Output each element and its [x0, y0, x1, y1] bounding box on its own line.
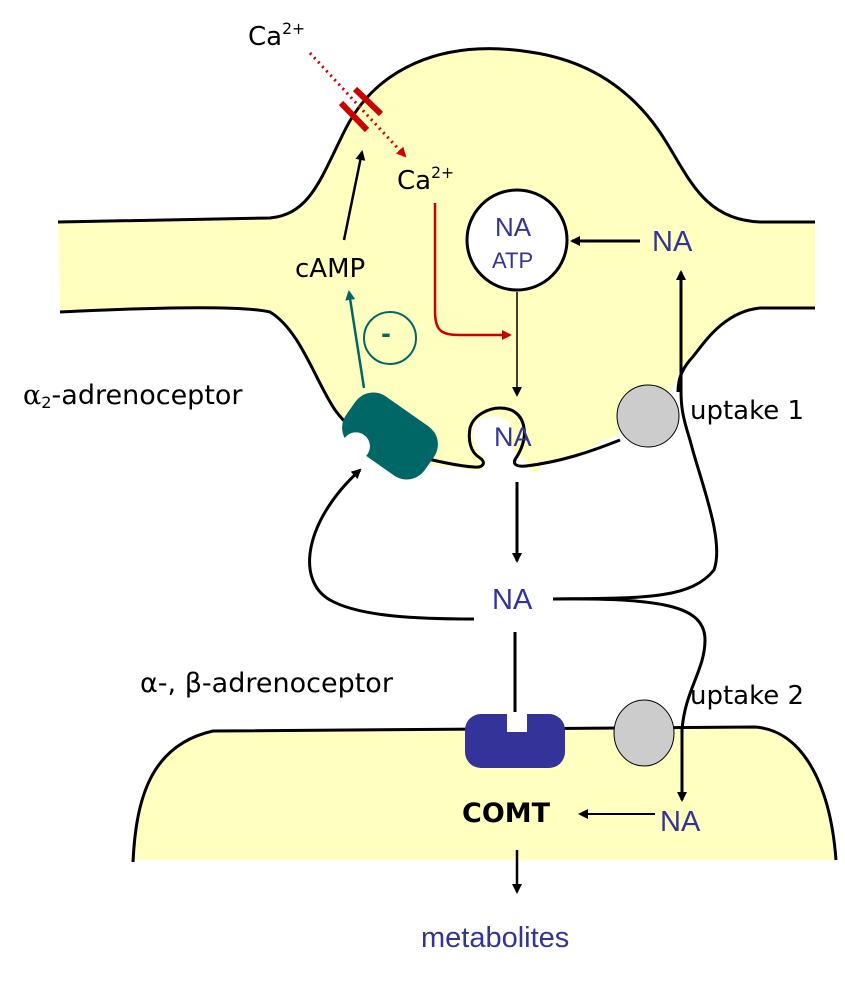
uptake2-transporter: [613, 699, 675, 767]
uptake1-transporter: [616, 384, 680, 448]
calcium-trigger-arrow: [433, 203, 512, 340]
comt-label: COMT: [462, 798, 551, 829]
calcium-extracellular-label: Ca2+: [248, 20, 306, 52]
presynaptic-membrane-top: [57, 47, 815, 224]
storage-vesicle: [465, 188, 569, 292]
alpha2-adrenoceptor-label: α2-adrenoceptor: [23, 380, 243, 413]
postsynaptic-na-label: NA: [660, 806, 701, 838]
postsynaptic-receptor-label: α-, β-adrenoceptor: [140, 668, 393, 699]
camp-to-channel-arrow: [342, 150, 366, 241]
fusing-vesicle-na-label: NA: [494, 422, 532, 452]
feedback-to-alpha2-arrow: [308, 468, 475, 621]
alpha2-receptor: [341, 392, 438, 480]
vesicle-atp-label: ATP: [492, 248, 534, 273]
inhibition-sign: -: [381, 320, 391, 348]
na-to-uptake2-path: [552, 597, 707, 802]
calcium-intracellular-label: Ca2+: [397, 164, 455, 196]
na-to-uptake1-path: [552, 389, 719, 601]
calcium-channel: [338, 86, 384, 133]
camp-label: cAMP: [295, 254, 366, 284]
uptake1-label: uptake 1: [690, 396, 805, 426]
uptake2-label: uptake 2: [690, 681, 805, 711]
inhibition-circle: [363, 311, 417, 365]
cytosolic-na-label: NA: [652, 226, 693, 258]
vesicle-na-label: NA: [495, 212, 532, 242]
synaptic-na-label: NA: [492, 584, 533, 616]
alpha2-inhibition-arrow: [345, 290, 366, 389]
presynaptic-terminal: [58, 48, 815, 472]
metabolites-label: metabolites: [421, 922, 570, 954]
postsynaptic-receptor: [465, 712, 565, 768]
